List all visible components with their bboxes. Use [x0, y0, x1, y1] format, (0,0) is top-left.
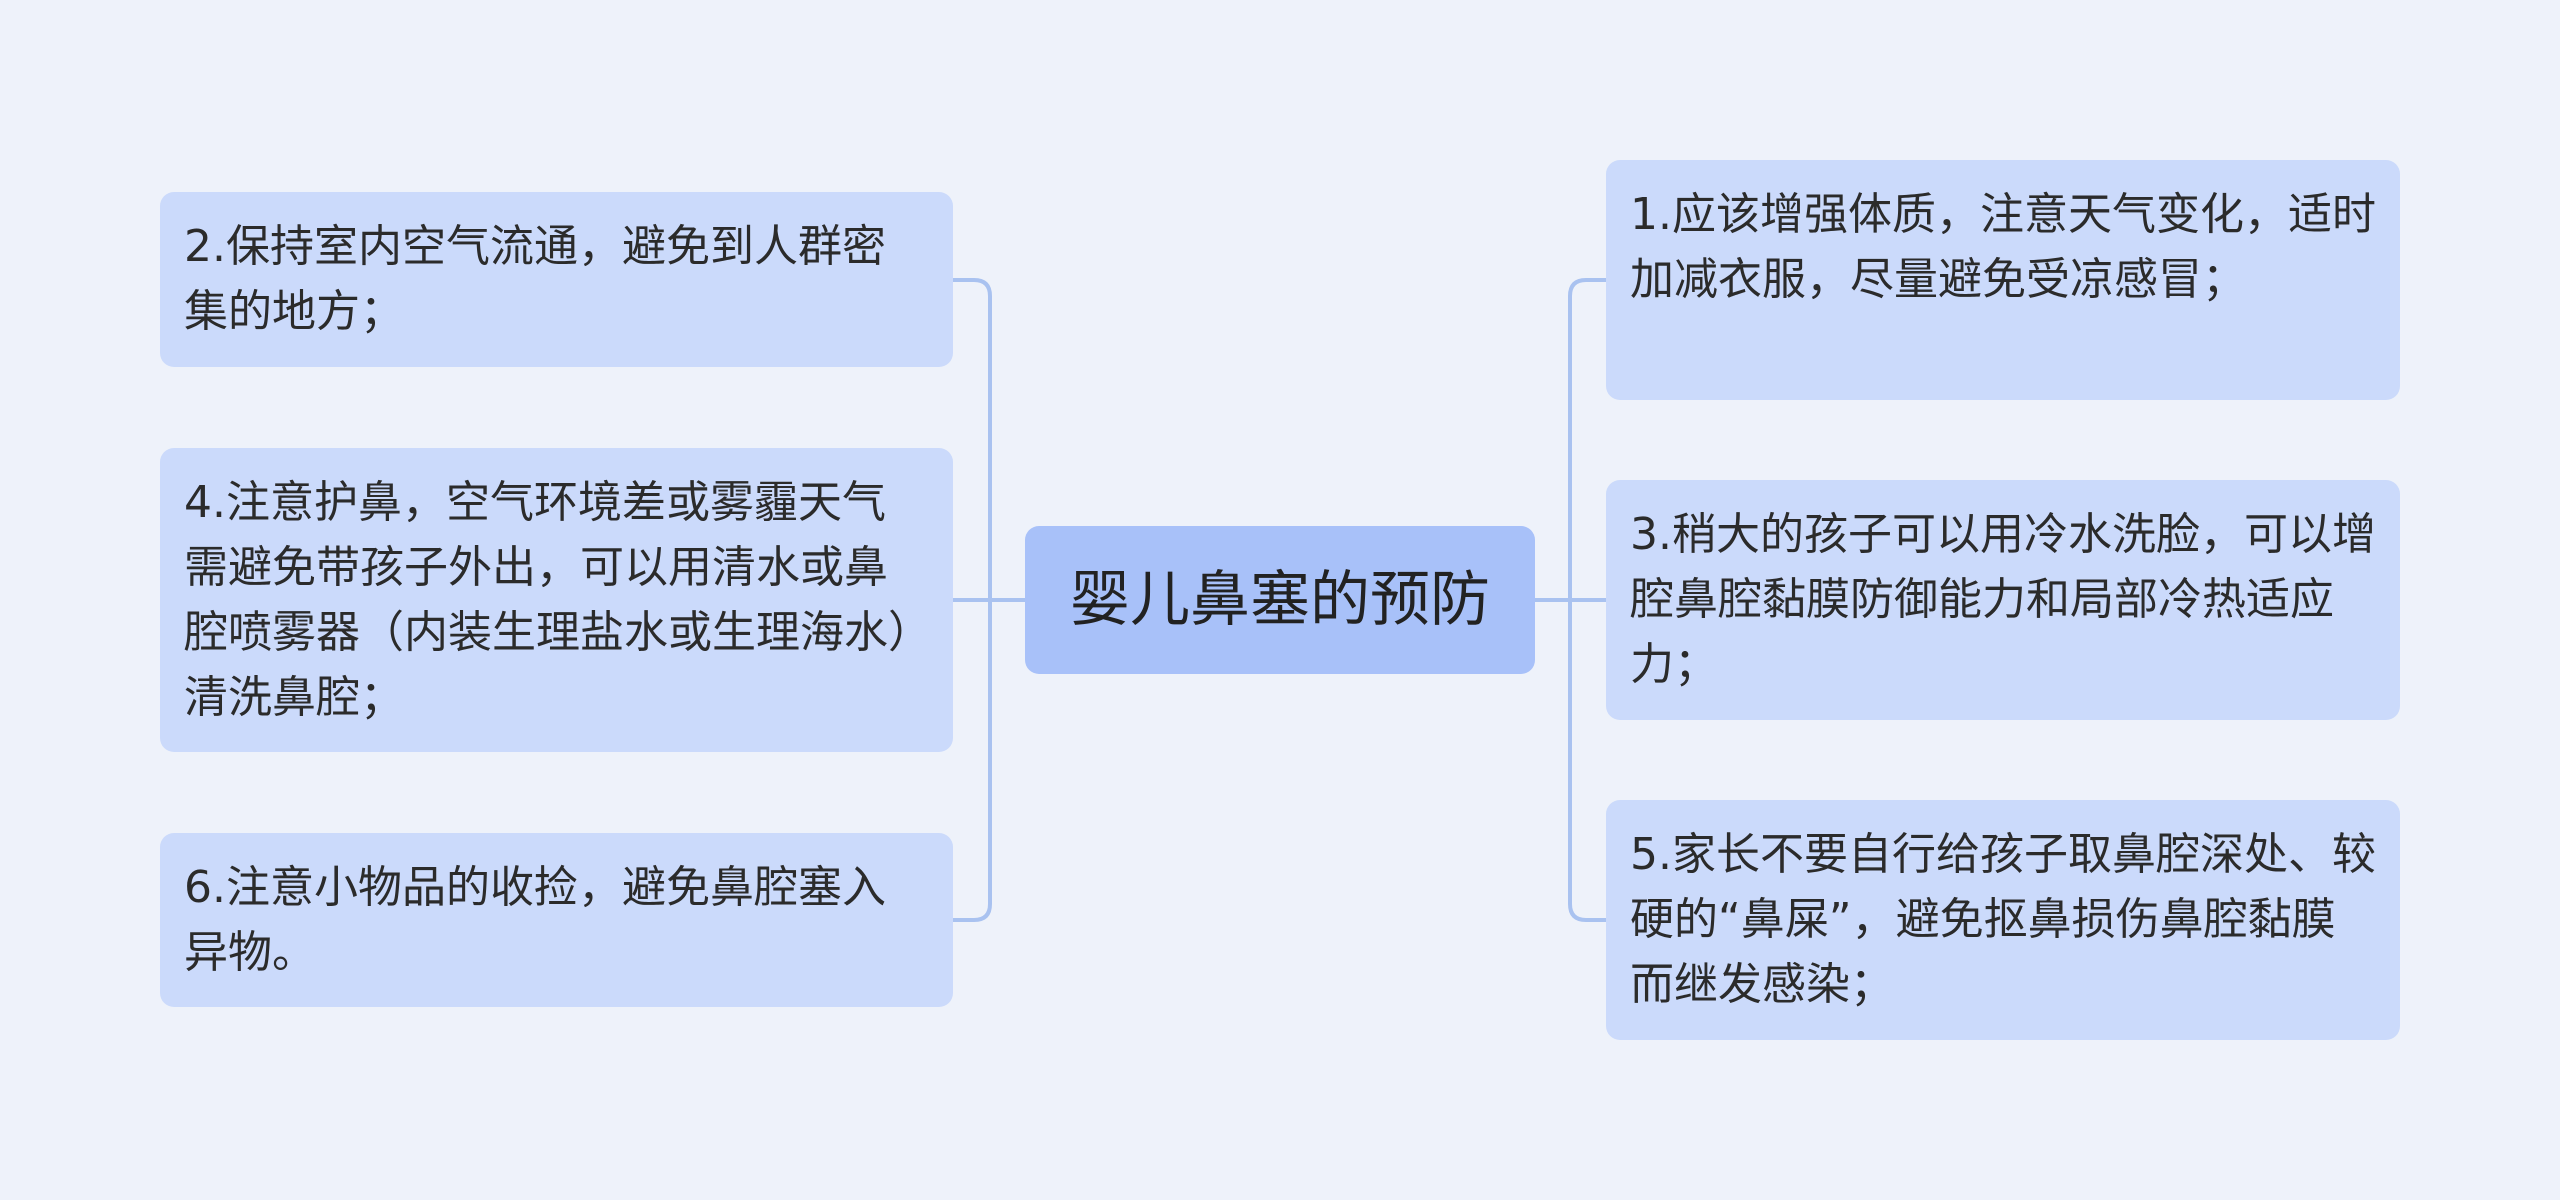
node-right-2-text: 3.稍大的孩子可以用冷水洗脸，可以增腔鼻腔黏膜防御能力和局部冷热适应力； — [1630, 509, 2376, 690]
node-right-3-text: 5.家长不要自行给孩子取鼻腔深处、较硬的“鼻屎”，避免抠鼻损伤鼻腔黏膜而继发感染… — [1630, 829, 2376, 1010]
root-node-label: 婴儿鼻塞的预防 — [1070, 565, 1490, 635]
node-right-1-text: 1.应该增强体质，注意天气变化，适时加减衣服，尽量避免受凉感冒； — [1630, 189, 2376, 305]
node-right-2[interactable]: 3.稍大的孩子可以用冷水洗脸，可以增腔鼻腔黏膜防御能力和局部冷热适应力； — [1606, 480, 2400, 720]
node-left-1[interactable]: 2.保持室内空气流通，避免到人群密集的地方； — [160, 192, 953, 367]
node-left-3[interactable]: 6.注意小物品的收捡，避免鼻腔塞入异物。 — [160, 833, 953, 1007]
node-left-3-text: 6.注意小物品的收捡，避免鼻腔塞入异物。 — [184, 862, 886, 978]
node-left-1-text: 2.保持室内空气流通，避免到人群密集的地方； — [184, 221, 886, 337]
node-right-1[interactable]: 1.应该增强体质，注意天气变化，适时加减衣服，尽量避免受凉感冒； — [1606, 160, 2400, 400]
node-right-3[interactable]: 5.家长不要自行给孩子取鼻腔深处、较硬的“鼻屎”，避免抠鼻损伤鼻腔黏膜而继发感染… — [1606, 800, 2400, 1040]
connector-left-spine — [953, 278, 992, 922]
node-left-2[interactable]: 4.注意护鼻，空气环境差或雾霾天气需避免带孩子外出，可以用清水或鼻腔喷雾器（内装… — [160, 448, 953, 752]
root-node[interactable]: 婴儿鼻塞的预防 — [1025, 526, 1535, 674]
node-left-2-text: 4.注意护鼻，空气环境差或雾霾天气需避免带孩子外出，可以用清水或鼻腔喷雾器（内装… — [184, 477, 910, 723]
connector-right-spine — [1568, 278, 1606, 922]
